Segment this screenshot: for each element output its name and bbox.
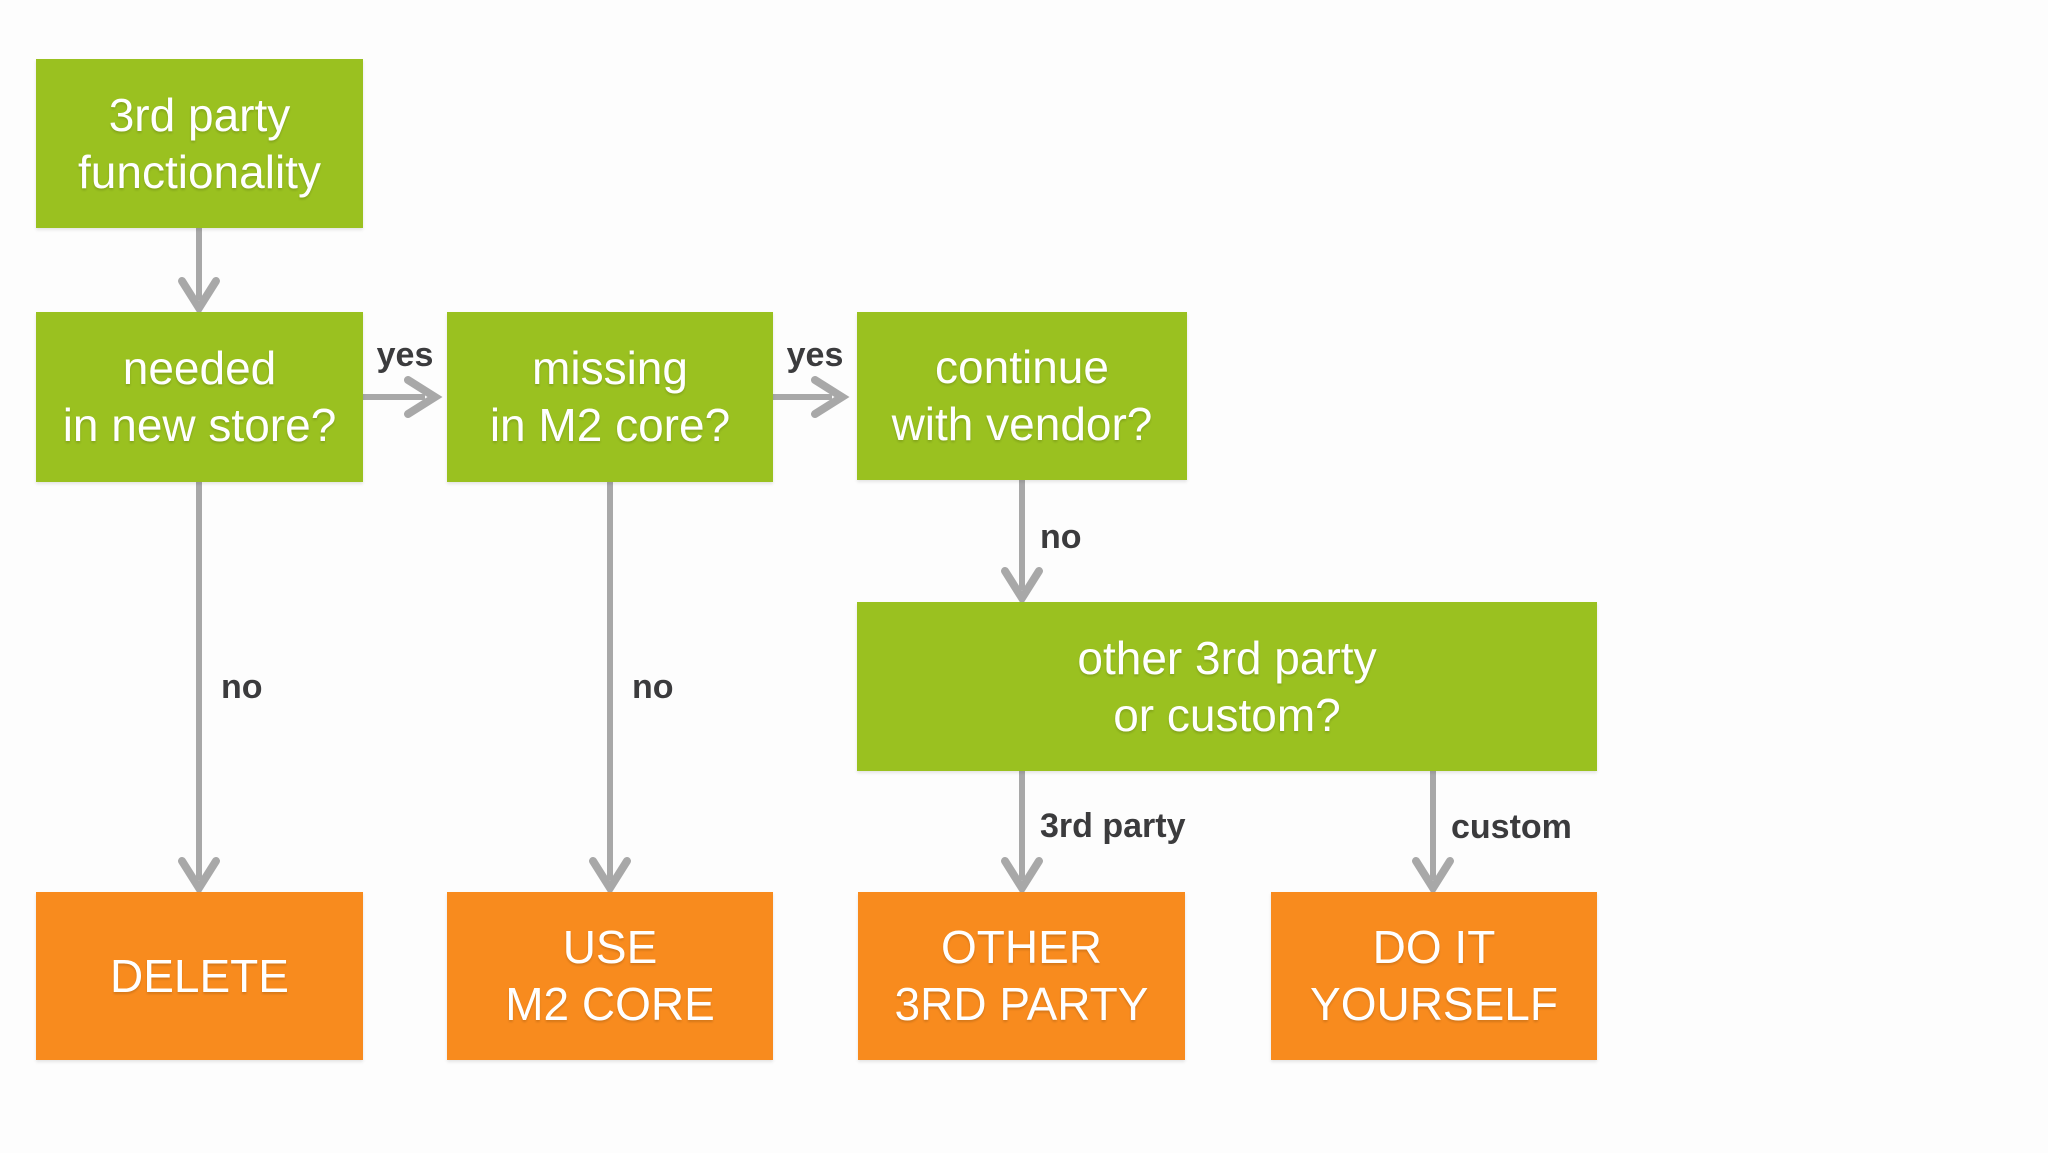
edge-label-3rd-party: 3rd party (1040, 807, 1186, 845)
node-do-it-yourself: DO IT YOURSELF (1271, 892, 1597, 1060)
node-delete: DELETE (36, 892, 363, 1060)
arrow-needed-to-missing (363, 376, 443, 418)
arrow-needed-to-delete (178, 482, 220, 896)
edge-label-no-needed: no (221, 668, 263, 706)
arrow-missing-to-use-core (589, 482, 631, 896)
node-missing-in-m2-core: missing in M2 core? (447, 312, 773, 482)
node-3rd-party-functionality: 3rd party functionality (36, 59, 363, 228)
edge-label-no-missing: no (632, 668, 674, 706)
node-needed-in-new-store: needed in new store? (36, 312, 363, 482)
node-use-m2-core: USE M2 CORE (447, 892, 773, 1060)
arrow-start-to-needed (178, 228, 220, 316)
node-continue-with-vendor: continue with vendor? (857, 312, 1187, 480)
arrow-other-custom-to-other-3rd (1001, 771, 1043, 896)
node-other-3rd-party-or-custom: other 3rd party or custom? (857, 602, 1597, 771)
edge-label-custom: custom (1451, 808, 1572, 846)
edge-label-no-vendor: no (1040, 518, 1082, 556)
node-other-3rd-party: OTHER 3RD PARTY (858, 892, 1185, 1060)
edge-label-yes-missing: yes (786, 336, 844, 374)
arrow-missing-to-vendor (773, 376, 850, 418)
edge-label-yes-needed: yes (376, 336, 434, 374)
arrow-vendor-to-other-custom (1001, 480, 1043, 606)
arrow-other-custom-to-diy (1412, 771, 1454, 896)
